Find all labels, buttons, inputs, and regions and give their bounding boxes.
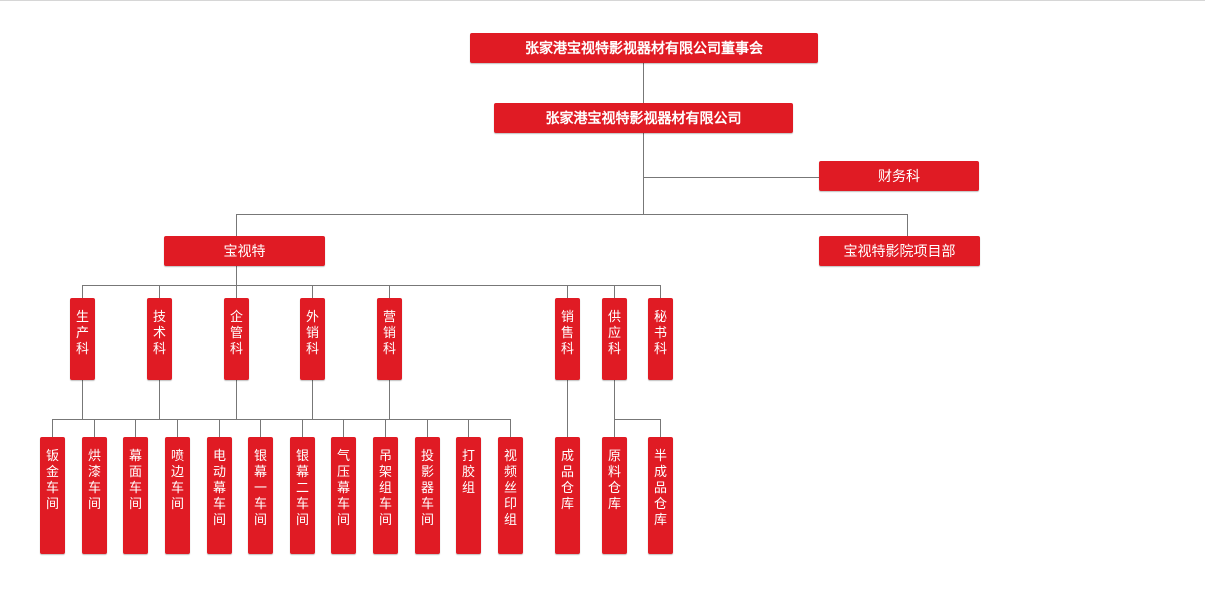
workshop-box: 幕面车间 xyxy=(123,437,148,554)
workshop-box: 银幕一车间 xyxy=(248,437,273,554)
workshop-label: 电动幕车间 xyxy=(212,449,226,528)
dept-sales-label: 销售科 xyxy=(560,310,574,357)
dept-production-box: 生产科 xyxy=(70,298,95,380)
workshop-box: 气压幕车间 xyxy=(331,437,356,554)
dept-marketing-box: 营销科 xyxy=(377,298,402,380)
warehouse-raw-label: 原料仓库 xyxy=(607,449,621,512)
workshop-box: 银幕二车间 xyxy=(290,437,315,554)
workshop-box: 视频丝印组 xyxy=(498,437,523,554)
workshop-label: 喷边车间 xyxy=(170,449,184,512)
warehouse-finished-label: 成品仓库 xyxy=(560,449,574,512)
finance-dept-box: 财务科 xyxy=(819,161,979,191)
workshop-label: 吊架组车间 xyxy=(378,449,392,528)
workshop-label: 打胶组 xyxy=(461,449,475,496)
warehouse-semi-finished-label: 半成品仓库 xyxy=(653,449,667,528)
dept-marketing-label: 营销科 xyxy=(382,310,396,357)
workshop-label: 投影器车间 xyxy=(420,449,434,528)
dept-secretary-label: 秘书科 xyxy=(653,310,667,357)
warehouse-finished-box: 成品仓库 xyxy=(555,437,580,554)
dept-technology-box: 技术科 xyxy=(147,298,172,380)
workshop-label: 视频丝印组 xyxy=(503,449,517,528)
workshop-label: 气压幕车间 xyxy=(336,449,350,528)
workshop-box: 投影器车间 xyxy=(415,437,440,554)
workshop-label: 烘漆车间 xyxy=(87,449,101,512)
workshop-box: 吊架组车间 xyxy=(373,437,398,554)
dept-management-box: 企管科 xyxy=(224,298,249,380)
workshop-box: 钣金车间 xyxy=(40,437,65,554)
dept-technology-label: 技术科 xyxy=(152,310,166,357)
dept-export-box: 外销科 xyxy=(300,298,325,380)
top-border xyxy=(0,0,1205,1)
dept-secretary-box: 秘书科 xyxy=(648,298,673,380)
main-unit-box: 宝视特 xyxy=(164,236,325,266)
workshop-label: 钣金车间 xyxy=(45,449,59,512)
dept-supply-label: 供应科 xyxy=(607,310,621,357)
dept-supply-box: 供应科 xyxy=(602,298,627,380)
workshop-box: 电动幕车间 xyxy=(207,437,232,554)
workshop-box: 打胶组 xyxy=(456,437,481,554)
dept-sales-box: 销售科 xyxy=(555,298,580,380)
warehouse-raw-box: 原料仓库 xyxy=(602,437,627,554)
board-of-directors-box: 张家港宝视特影视器材有限公司董事会 xyxy=(470,33,818,63)
dept-management-label: 企管科 xyxy=(229,310,243,357)
workshop-box: 烘漆车间 xyxy=(82,437,107,554)
cinema-project-dept-box: 宝视特影院项目部 xyxy=(819,236,980,266)
company-box: 张家港宝视特影视器材有限公司 xyxy=(494,103,793,133)
dept-production-label: 生产科 xyxy=(75,310,89,357)
warehouse-semi-finished-box: 半成品仓库 xyxy=(648,437,673,554)
workshop-label: 银幕二车间 xyxy=(295,449,309,528)
workshop-label: 银幕一车间 xyxy=(253,449,267,528)
workshop-box: 喷边车间 xyxy=(165,437,190,554)
dept-export-label: 外销科 xyxy=(305,310,319,357)
workshop-label: 幕面车间 xyxy=(128,449,142,512)
